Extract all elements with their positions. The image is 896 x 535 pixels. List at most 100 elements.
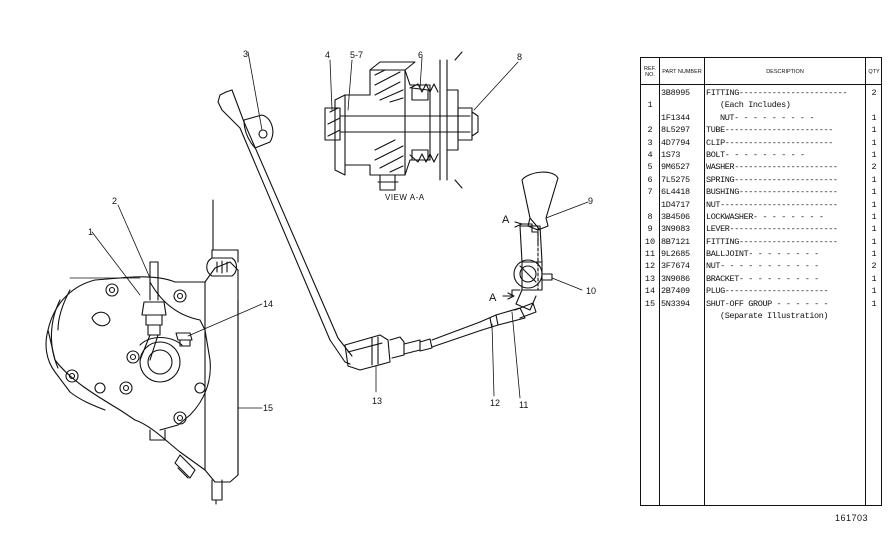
callout-15: 15 [263, 403, 273, 413]
row-part-number: 9M6527 [661, 162, 690, 173]
callout-4: 4 [325, 50, 330, 60]
table-row: 6 7L5275 SPRING---------------------- 1 [641, 174, 881, 186]
row-part-number: 2B7409 [661, 286, 690, 297]
leader-lines [69, 51, 589, 409]
callout-3: 3 [243, 49, 248, 59]
table-row: 3 4D7794 CLIP----------------------- 1 [641, 137, 881, 149]
row-part-number: 1S73 [661, 149, 681, 160]
table-row: (Separate Illustration) [641, 310, 881, 322]
header-qty: QTY [868, 68, 880, 75]
row-description: NUT------------------------- [706, 199, 838, 210]
row-description: NUT- - - - - - - - - [720, 112, 815, 123]
table-row: 2 8L5297 TUBE----------------------- 1 [641, 124, 881, 136]
row-description: TUBE----------------------- [706, 125, 833, 136]
row-part-number: 5N3394 [661, 298, 690, 309]
row-ref: 2 [647, 125, 653, 136]
row-description: LEVER----------------------- [706, 224, 838, 235]
bracket-and-cable [344, 302, 537, 371]
row-description: FITTING--------------------- [706, 236, 838, 247]
row-qty: 2 [871, 88, 877, 98]
row-ref: 14 [644, 286, 656, 297]
shutoff-group-housing [45, 199, 239, 505]
row-part-number: 7L5275 [661, 174, 690, 185]
row-qty: 1 [871, 137, 877, 148]
row-qty: 1 [871, 273, 877, 284]
row-part-number: 8B7121 [661, 236, 690, 247]
row-description: BALLJOINT- - - - - - - - [706, 249, 819, 260]
row-ref: 5 [647, 162, 653, 173]
row-description: BUSHING--------------------- [706, 187, 838, 198]
callout-8: 8 [517, 52, 522, 62]
figure-number: 161703 [835, 513, 869, 523]
row-ref: 8 [647, 211, 653, 222]
row-qty: 1 [871, 112, 877, 123]
row-qty: 1 [871, 211, 877, 222]
table-row: 9 3N9083 LEVER----------------------- 1 [641, 223, 881, 235]
row-ref: 10 [644, 236, 656, 247]
callout-6: 6 [418, 50, 423, 60]
row-ref: 1 [647, 100, 653, 111]
row-qty: 1 [871, 236, 877, 247]
table-row: 1 (Each Includes) [641, 99, 881, 111]
row-ref: 11 [644, 249, 656, 260]
row-description: SPRING---------------------- [706, 174, 838, 185]
callout-10: 10 [586, 286, 596, 296]
row-qty: 1 [871, 224, 877, 235]
row-part-number: 3B8995 [661, 88, 690, 98]
row-qty: 1 [871, 187, 877, 198]
header-ref: REF. NO. [644, 65, 656, 78]
row-qty: 1 [871, 149, 877, 160]
view-a-a-detail [324, 51, 479, 191]
table-row: 10 8B7121 FITTING--------------------- 1 [641, 236, 881, 248]
callout-13: 13 [372, 396, 382, 406]
header-description: DESCRIPTION [766, 68, 804, 75]
callout-5-7: 5-7 [350, 50, 363, 60]
row-description: FITTING----------------------- [706, 88, 848, 98]
row-ref: 6 [647, 174, 653, 185]
row-description: BOLT- - - - - - - - - [706, 149, 805, 160]
row-part-number: 3F7674 [661, 261, 690, 272]
row-ref: 12 [644, 261, 656, 272]
parts-table-header: REF. NO. PART NUMBER DESCRIPTION QTY [641, 58, 881, 85]
table-row: 3B8995 FITTING----------------------- 2 [641, 87, 881, 99]
row-qty: 1 [871, 298, 877, 309]
view-label: VIEW A-A [385, 193, 425, 202]
row-qty: 1 [871, 125, 877, 136]
row-part-number: 9L2685 [661, 249, 690, 260]
row-qty: 1 [871, 199, 877, 210]
row-ref: 7 [647, 187, 653, 198]
row-part-number: 4D7794 [661, 137, 690, 148]
callout-1: 1 [88, 227, 93, 237]
row-description: CLIP----------------------- [706, 137, 833, 148]
callout-9: 9 [588, 196, 593, 206]
row-ref: 15 [644, 298, 656, 309]
row-description: BRACKET- - - - - - - - - [706, 273, 819, 284]
lever-assembly [502, 171, 559, 311]
row-qty: 1 [871, 174, 877, 185]
callout-14: 14 [263, 299, 273, 309]
section-mark-bottom: A [489, 292, 497, 304]
parts-illustration: 3 2 1 14 15 4 5-7 6 8 9 10 11 12 13 VIEW… [45, 49, 596, 505]
row-part-number: 3N9086 [661, 273, 690, 284]
row-qty: 1 [871, 286, 877, 297]
row-description: (Each Includes) [720, 100, 791, 111]
row-ref: 9 [647, 224, 653, 235]
row-part-number: 3B4506 [661, 211, 690, 222]
row-part-number: 6L4418 [661, 187, 690, 198]
callout-2: 2 [112, 196, 117, 206]
callout-12: 12 [490, 398, 500, 408]
header-part-number: PART NUMBER [662, 68, 702, 75]
row-part-number: 3N9083 [661, 224, 690, 235]
row-qty: 1 [871, 249, 877, 260]
row-qty: 2 [871, 261, 877, 272]
row-part-number: 8L5297 [661, 125, 690, 136]
row-description: LOCKWASHER- - - - - - - - [706, 211, 824, 222]
row-ref: 3 [647, 137, 653, 148]
